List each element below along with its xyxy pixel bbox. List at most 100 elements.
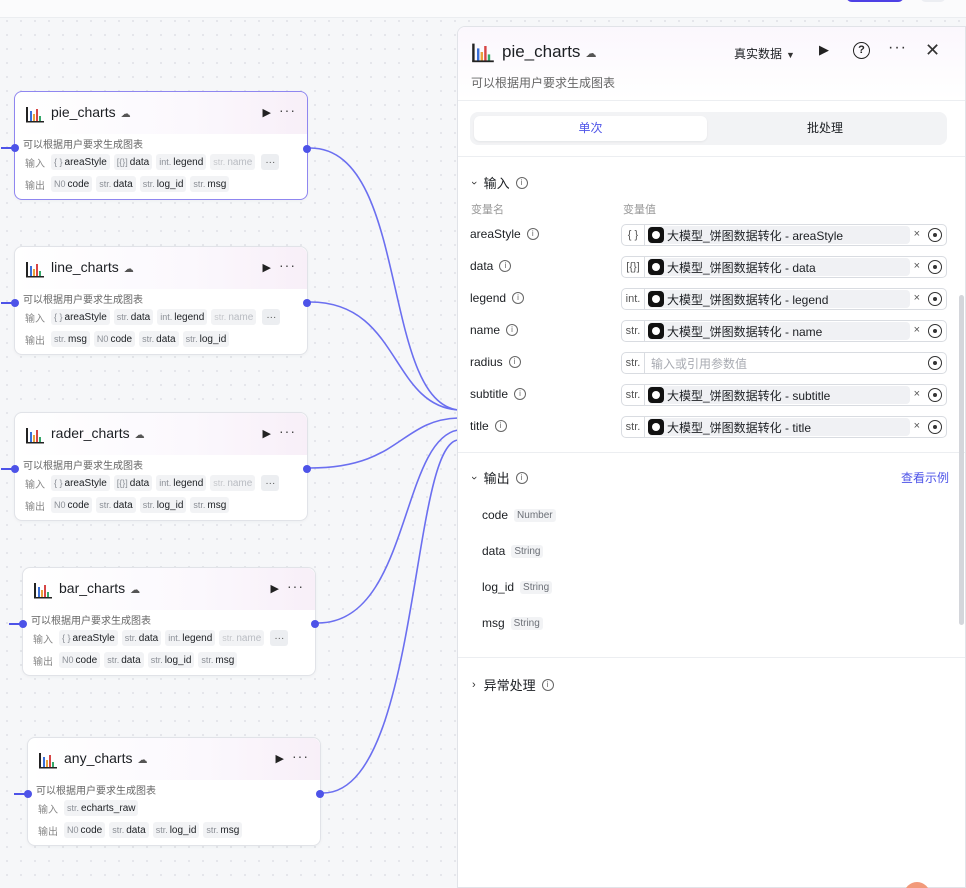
node-line-charts[interactable]: line_charts☁ ▶ ··· 可以根据用户要求生成图表 输入 { }ar…	[1, 246, 311, 355]
param-value-field[interactable]: { } 大模型_饼图数据转化 - areaStyle ×	[621, 224, 947, 246]
reference-picker-icon[interactable]	[928, 292, 942, 306]
reference-tag[interactable]: 大模型_饼图数据转化 - data	[648, 258, 910, 276]
info-icon: i	[508, 356, 521, 368]
node-more-icon[interactable]: ···	[279, 423, 296, 439]
node-pie-charts[interactable]: pie_charts☁ ▶ ··· 可以根据用户要求生成图表 输入 { }are…	[1, 91, 311, 200]
value-input[interactable]: 输入或引用参数值	[651, 356, 748, 371]
panel-header: pie_charts☁ 可以根据用户要求生成图表 真实数据▼ ▶ ? ··· ✕	[458, 27, 965, 101]
more-inputs-button[interactable]: ···	[270, 630, 289, 646]
reference-tag[interactable]: 大模型_饼图数据转化 - legend	[648, 290, 910, 308]
input-section-header[interactable]: › 输入 i	[468, 173, 528, 192]
node-more-icon[interactable]: ···	[279, 257, 296, 273]
column-header-name: 变量名	[471, 204, 504, 216]
data-mode-dropdown[interactable]: 真实数据▼	[734, 47, 795, 61]
reference-picker-icon[interactable]	[928, 228, 942, 242]
input-chip: int.legend	[156, 154, 207, 170]
node-more-icon[interactable]: ···	[292, 748, 309, 764]
input-chip: { }areaStyle	[51, 154, 110, 170]
help-icon[interactable]: ?	[853, 42, 870, 59]
outputs-label: 输出	[38, 826, 58, 838]
reference-tag[interactable]: 大模型_饼图数据转化 - subtitle	[648, 386, 910, 404]
input-port[interactable]	[11, 299, 19, 307]
clear-icon[interactable]: ×	[913, 324, 920, 336]
error-handling-section-header[interactable]: › 异常处理 i	[472, 675, 554, 694]
param-value-field[interactable]: str. 大模型_饼图数据转化 - subtitle ×	[621, 384, 947, 406]
node-any-charts[interactable]: any_charts☁ ▶ ··· 可以根据用户要求生成图表 输入 str.ec…	[14, 737, 324, 846]
close-icon[interactable]: ✕	[925, 40, 941, 60]
llm-node-icon	[648, 291, 664, 307]
more-inputs-button[interactable]: ···	[261, 475, 280, 491]
output-section-header[interactable]: › 输出 i	[468, 468, 528, 487]
reference-picker-icon[interactable]	[928, 388, 942, 402]
type-indicator: int.	[622, 289, 645, 309]
node-inputs: 输入 str.echarts_raw	[38, 800, 142, 816]
info-icon: i	[515, 176, 528, 189]
output-port[interactable]	[303, 465, 311, 473]
run-node-icon[interactable]: ▶	[275, 753, 284, 765]
node-description: 可以根据用户要求生成图表	[23, 140, 143, 151]
input-port[interactable]	[11, 465, 19, 473]
reference-picker-icon[interactable]	[928, 260, 942, 274]
output-port[interactable]	[316, 790, 324, 798]
output-port[interactable]	[311, 620, 319, 628]
input-port[interactable]	[11, 144, 19, 152]
node-more-icon[interactable]: ···	[279, 102, 296, 118]
param-value-field[interactable]: [{}] 大模型_饼图数据转化 - data ×	[621, 256, 947, 278]
node-title: any_charts☁	[64, 750, 148, 766]
more-icon[interactable]: ···	[888, 39, 907, 56]
input-chip: { }areaStyle	[51, 309, 110, 325]
param-value-field[interactable]: str. 大模型_饼图数据转化 - name ×	[621, 320, 947, 342]
run-node-icon[interactable]: ▶	[262, 262, 271, 274]
clear-icon[interactable]: ×	[913, 228, 920, 240]
clear-icon[interactable]: ×	[913, 388, 920, 400]
panel-scrollbar[interactable]	[959, 295, 964, 625]
node-bar-charts[interactable]: bar_charts☁ ▶ ··· 可以根据用户要求生成图表 输入 { }are…	[9, 567, 319, 676]
output-port[interactable]	[303, 299, 311, 307]
node-rader-charts[interactable]: rader_charts☁ ▶ ··· 可以根据用户要求生成图表 输入 { }a…	[1, 412, 311, 521]
reference-picker-icon[interactable]	[928, 420, 942, 434]
input-chip: str.data	[113, 309, 154, 325]
tab-batch[interactable]: 批处理	[806, 121, 843, 135]
run-node-icon[interactable]: ▶	[262, 107, 271, 119]
node-more-icon[interactable]: ···	[287, 578, 304, 594]
reference-picker-icon[interactable]	[928, 324, 942, 338]
output-port[interactable]	[303, 145, 311, 153]
floating-assistant-button[interactable]	[904, 882, 930, 888]
info-icon: i	[499, 260, 512, 272]
param-value-field[interactable]: str. 大模型_饼图数据转化 - title ×	[621, 416, 947, 438]
run-node-icon[interactable]: ▶	[270, 583, 279, 595]
more-inputs-button[interactable]: ···	[261, 154, 280, 170]
input-port[interactable]	[24, 790, 32, 798]
info-icon: i	[541, 678, 554, 691]
view-example-link[interactable]: 查看示例	[900, 471, 949, 485]
run-node-icon[interactable]: ▶	[262, 428, 271, 440]
clear-icon[interactable]: ×	[913, 292, 920, 304]
input-port[interactable]	[19, 620, 27, 628]
more-inputs-button[interactable]: ···	[262, 309, 281, 325]
info-icon: i	[526, 228, 539, 240]
reference-tag[interactable]: 大模型_饼图数据转化 - name	[648, 322, 910, 340]
reference-tag[interactable]: 大模型_饼图数据转化 - areaStyle	[648, 226, 910, 244]
clear-icon[interactable]: ×	[913, 420, 920, 432]
reference-tag[interactable]: 大模型_饼图数据转化 - title	[648, 418, 910, 436]
reference-picker-icon[interactable]	[928, 356, 942, 370]
inputs-label: 输入	[25, 479, 45, 491]
run-icon[interactable]: ▶	[819, 42, 829, 57]
toolbar-more-button[interactable]	[920, 0, 946, 2]
publish-button[interactable]	[846, 0, 904, 2]
param-value-field[interactable]: str. 输入或引用参数值	[621, 352, 947, 374]
param-value-field[interactable]: int. 大模型_饼图数据转化 - legend ×	[621, 288, 947, 310]
chart-plugin-icon	[26, 107, 44, 123]
clear-icon[interactable]: ×	[913, 260, 920, 272]
divider	[458, 452, 965, 453]
type-indicator: { }	[622, 225, 645, 245]
chart-plugin-icon	[26, 428, 44, 444]
incoming-edge-arrow	[1, 147, 13, 149]
tab-single[interactable]: 单次	[474, 116, 707, 141]
